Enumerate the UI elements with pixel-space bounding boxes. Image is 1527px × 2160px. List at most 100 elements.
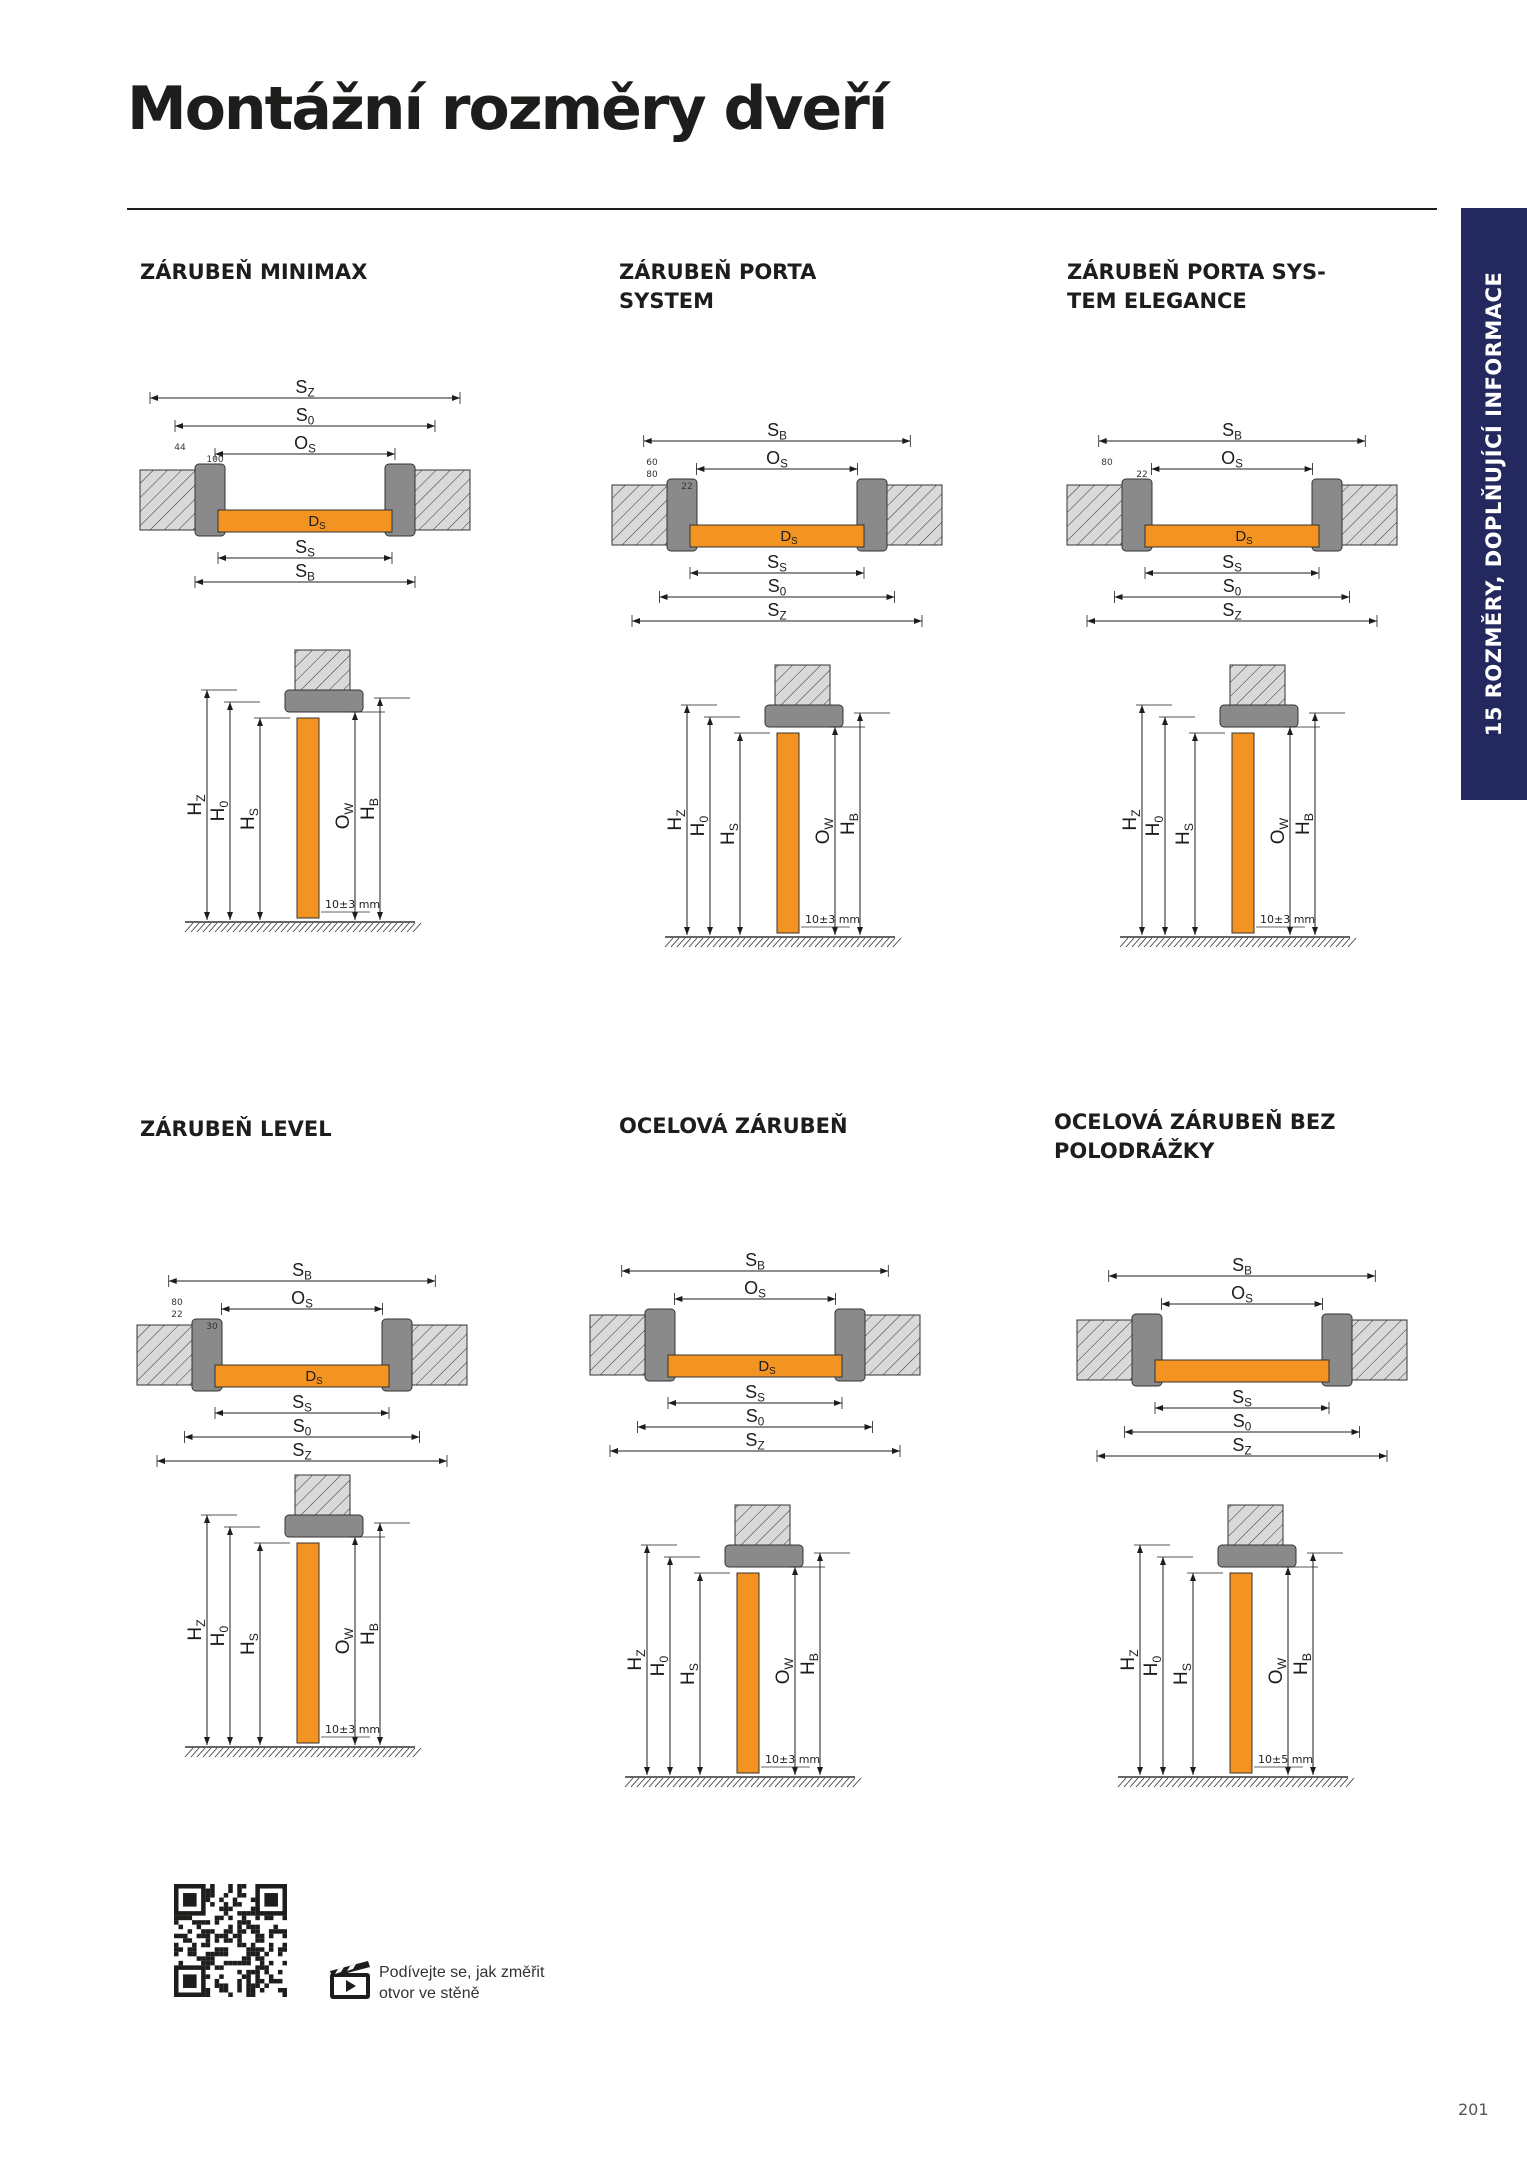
dim-hz: HZ xyxy=(185,1619,208,1641)
small-dimension: 80 xyxy=(171,1298,183,1308)
small-dimension: 60 xyxy=(646,458,658,468)
dim-ss: SS xyxy=(295,537,315,560)
small-dimension: 80 xyxy=(1101,458,1113,468)
dim-sz: SZ xyxy=(1232,1435,1251,1458)
panel-heading-line: ZÁRUBEŇ LEVEL xyxy=(140,1117,332,1141)
dim-h0: H0 xyxy=(648,1656,671,1677)
panel-heading-line: SYSTEM xyxy=(619,289,715,313)
dim-hb: HB xyxy=(798,1653,821,1675)
page-number: 201 xyxy=(1458,2100,1489,2119)
dim-s0: S0 xyxy=(746,1406,765,1429)
video-text-line1: Podívejte se, jak změřit xyxy=(379,1964,545,1981)
leaf-thickness-label: DS xyxy=(308,513,326,532)
dim-h0: H0 xyxy=(208,1626,231,1647)
wall-right xyxy=(859,1314,921,1376)
dim-os: OS xyxy=(291,1288,313,1311)
door-leaf xyxy=(689,524,865,548)
leaf-thickness-label: DS xyxy=(1235,528,1253,547)
dim-os: OS xyxy=(744,1278,766,1301)
qr-code[interactable] xyxy=(174,1884,287,1997)
dim-h0: H0 xyxy=(208,801,231,822)
dim-hz: HZ xyxy=(1120,809,1143,831)
dim-sz: SZ xyxy=(1222,600,1241,623)
dim-ss: SS xyxy=(745,1382,765,1405)
video-link[interactable]: Podívejte se, jak změřit otvor ve stěně xyxy=(379,1962,544,2004)
dim-ow: OW xyxy=(773,1657,796,1684)
chapter-tab: 15 ROZMĚRY, DOPLŇUJÍCÍ INFORMACE xyxy=(1461,208,1527,800)
dim-hs: HS xyxy=(718,823,741,845)
panel-heading: ZÁRUBEŇ PORTA SYSTEM xyxy=(619,258,919,316)
small-dimension: 44 xyxy=(174,443,186,453)
dim-sz: SZ xyxy=(295,377,314,400)
wall-left xyxy=(136,1324,198,1386)
wall-left xyxy=(1076,1319,1138,1381)
dim-sb: SB xyxy=(767,420,787,443)
door-leaf xyxy=(217,509,393,533)
wall-left xyxy=(611,484,673,546)
dim-hz: HZ xyxy=(625,1649,648,1671)
wall-left xyxy=(589,1314,651,1376)
wall-right xyxy=(881,484,943,546)
dim-hs: HS xyxy=(678,1663,701,1685)
dim-s0: S0 xyxy=(293,1416,312,1439)
wall-right xyxy=(1336,484,1398,546)
panel-heading: ZÁRUBEŇ PORTA SYS-TEM ELEGANCE xyxy=(1067,258,1367,316)
door-leaf-elevation xyxy=(296,1542,320,1744)
video-text-line2: otvor ve stěně xyxy=(379,1985,480,2002)
panel-heading-line: TEM ELEGANCE xyxy=(1067,289,1247,313)
wall-left xyxy=(139,469,201,531)
wall-left xyxy=(1066,484,1128,546)
dim-hb: HB xyxy=(838,813,861,835)
dim-h0: H0 xyxy=(1143,816,1166,837)
dim-sb: SB xyxy=(295,561,315,584)
dim-sb: SB xyxy=(1232,1255,1252,1278)
wall-right xyxy=(1346,1319,1408,1381)
leaf-thickness-label: DS xyxy=(305,1368,323,1387)
dim-s0: S0 xyxy=(296,405,315,428)
panel-heading: ZÁRUBEŇ LEVEL xyxy=(140,1115,440,1144)
small-dimension: 22 xyxy=(681,482,692,492)
panel-heading-line: ZÁRUBEŇ PORTA xyxy=(619,260,817,284)
door-leaf-elevation xyxy=(776,732,800,934)
dim-hs: HS xyxy=(238,808,261,830)
frame-head xyxy=(284,1514,364,1538)
panel-heading: ZÁRUBEŇ MINIMAX xyxy=(140,258,440,287)
dim-os: OS xyxy=(294,433,316,456)
title-divider xyxy=(127,208,1437,210)
dim-sb: SB xyxy=(1222,420,1242,443)
dim-ss: SS xyxy=(1232,1387,1252,1410)
dim-hb: HB xyxy=(1291,1653,1314,1675)
dim-ow: OW xyxy=(813,817,836,844)
frame-head xyxy=(1219,704,1299,728)
dim-hs: HS xyxy=(1171,1663,1194,1685)
dim-ss: SS xyxy=(292,1392,312,1415)
frame-head xyxy=(284,689,364,713)
small-dimension: 22 xyxy=(1136,470,1147,480)
dim-ow: OW xyxy=(333,802,356,829)
dim-os: OS xyxy=(1221,448,1243,471)
door-leaf xyxy=(1144,524,1320,548)
dim-hz: HZ xyxy=(185,794,208,816)
dim-hs: HS xyxy=(238,1633,261,1655)
page-title: Montážní rozměry dveří xyxy=(127,74,888,144)
dim-ow: OW xyxy=(333,1627,356,1654)
door-leaf-elevation xyxy=(1231,732,1255,934)
dim-s0: S0 xyxy=(1233,1411,1252,1434)
floor-gap-tolerance: 10±3 mm xyxy=(805,913,860,926)
panel-heading: OCELOVÁ ZÁRUBEŇ xyxy=(619,1112,919,1141)
dim-sb: SB xyxy=(292,1260,312,1283)
door-leaf xyxy=(667,1354,843,1378)
dim-ss: SS xyxy=(1222,552,1242,575)
dim-sb: SB xyxy=(745,1250,765,1273)
chapter-tab-label: 15 ROZMĚRY, DOPLŇUJÍCÍ INFORMACE xyxy=(1482,271,1506,737)
dim-sz: SZ xyxy=(292,1440,311,1463)
